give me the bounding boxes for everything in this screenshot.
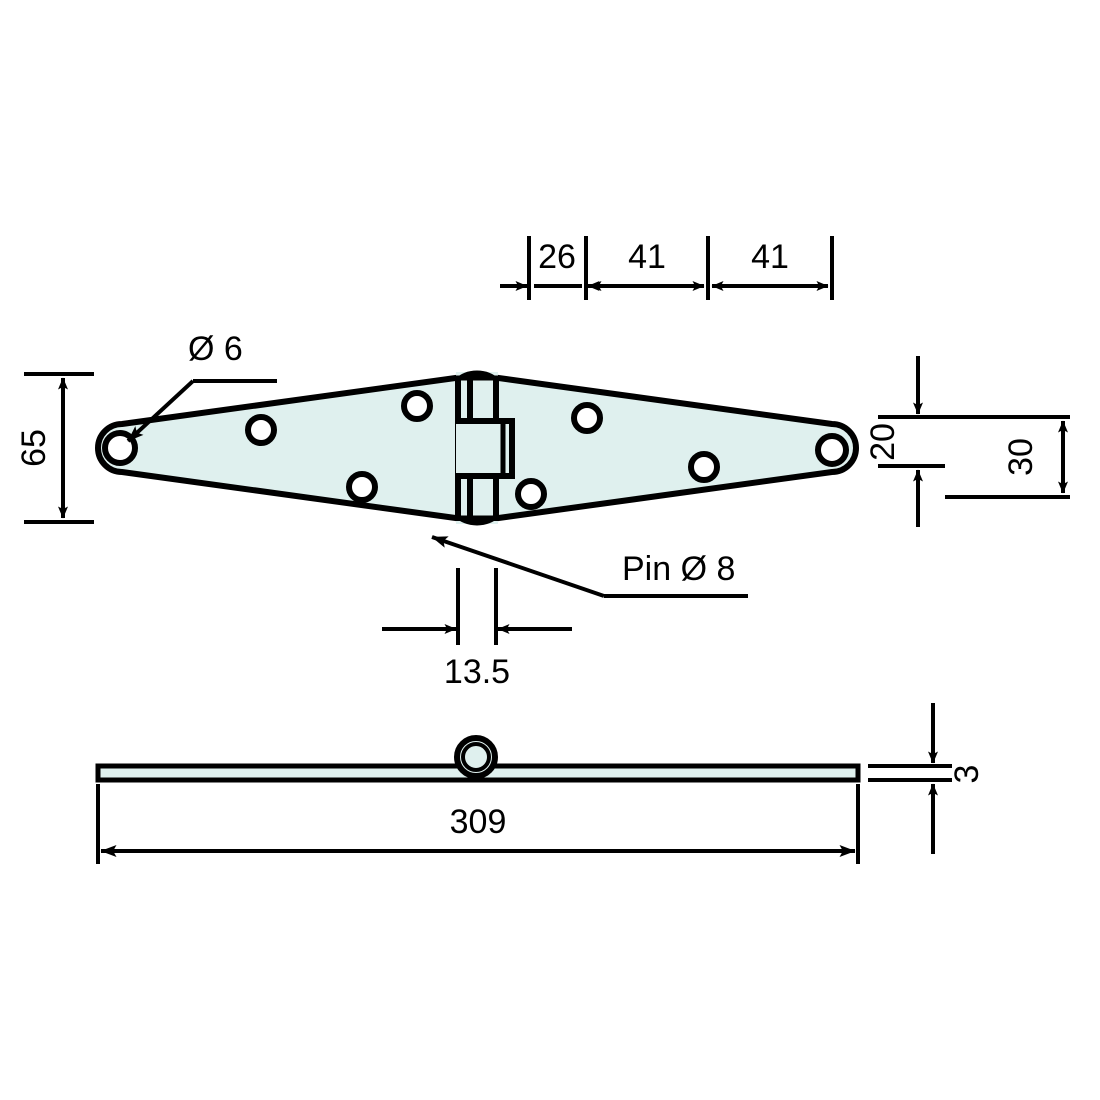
- screw-hole-4: [401, 390, 433, 422]
- screw-hole-6: [571, 402, 603, 434]
- hole-diameter-callout: Ø 6: [126, 330, 277, 443]
- screw-holes-group: [102, 390, 849, 510]
- knuckle-shoulder-lower: [456, 473, 473, 520]
- side-elevation-view: 309 3: [95, 703, 986, 864]
- screw-hole-7: [688, 451, 720, 483]
- dim-label-30: 30: [1002, 438, 1040, 476]
- height-dimension-20: 20: [864, 356, 1000, 527]
- pin-diameter-callout: Pin Ø 8: [431, 535, 748, 598]
- pin-callout-leader: [431, 535, 605, 598]
- screw-hole-8: [815, 433, 849, 467]
- thickness-dimension: 3: [868, 703, 986, 854]
- hinge-knuckle: [455, 370, 515, 526]
- plan-view: Ø 6 Pin Ø 8 26 41 41: [15, 236, 1070, 691]
- hole-callout-leader: [126, 379, 195, 443]
- knuckle-shoulder-upper: [456, 376, 473, 424]
- dim-label-3: 3: [948, 765, 986, 784]
- dim-label-135: 13.5: [444, 653, 510, 691]
- dim-label-26: 26: [538, 238, 576, 276]
- dim-label-309: 309: [450, 803, 507, 841]
- knuckle-width-dimension: 13.5: [382, 568, 572, 691]
- pin-diameter-label: Pin Ø 8: [622, 550, 735, 588]
- screw-hole-1: [102, 430, 138, 466]
- side-pin-inner: [461, 742, 491, 772]
- top-dimension-chain: 26 41 41: [500, 236, 834, 300]
- knuckle-centre-segment: [456, 418, 515, 479]
- dim-label-41b: 41: [751, 238, 789, 276]
- screw-hole-5: [515, 478, 547, 510]
- dim-label-65: 65: [15, 429, 53, 467]
- screw-hole-3: [346, 471, 378, 503]
- screw-hole-2: [245, 414, 277, 446]
- overall-length-dimension: 309: [96, 784, 860, 864]
- height-dimension-65: 65: [15, 372, 94, 524]
- dim-label-20: 20: [864, 423, 902, 461]
- hole-diameter-label: Ø 6: [188, 330, 243, 368]
- height-dimension-30: 30: [945, 415, 1070, 499]
- dim-label-41a: 41: [628, 238, 666, 276]
